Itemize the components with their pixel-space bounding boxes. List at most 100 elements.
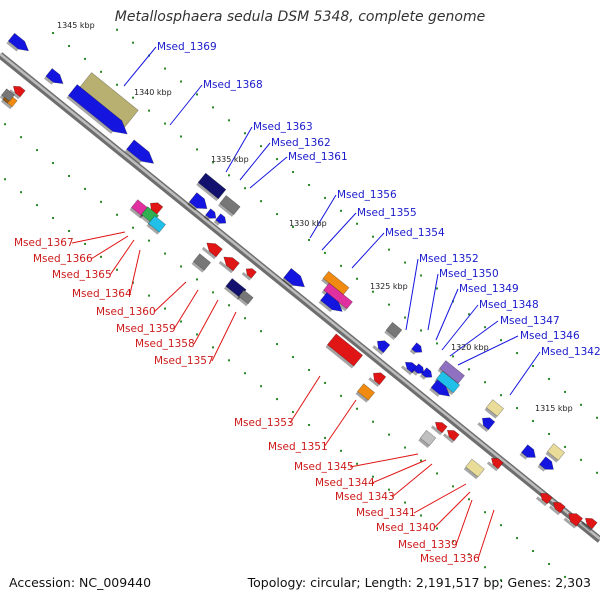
gene-label-msed-1349[interactable]: Msed_1349 [459,283,519,295]
gene-label-msed-1355[interactable]: Msed_1355 [357,207,417,219]
gene-label-msed-1358[interactable]: Msed_1358 [135,338,195,350]
track-dot [212,291,214,294]
gene-label-msed-1368[interactable]: Msed_1368 [203,79,263,91]
gene-label-msed-1340[interactable]: Msed_1340 [376,522,436,534]
gene-label-msed-1361[interactable]: Msed_1361 [288,151,348,163]
gene-reverse-13[interactable] [325,333,364,369]
gene-reverse-2[interactable] [0,88,15,104]
track-dot [340,209,342,212]
gene-reverse-9[interactable] [241,266,257,281]
gene-label-msed-1341[interactable]: Msed_1341 [356,507,416,519]
leader-reverse-14 [433,491,471,529]
track-dot [20,136,22,139]
gene-forward-19[interactable] [419,367,435,383]
track-dot [324,251,326,254]
gene-forward-18[interactable] [411,363,427,379]
track-dot [4,178,6,181]
track-dot [212,346,214,349]
track-dot [484,511,486,514]
gene-label-msed-1369[interactable]: Msed_1369 [157,41,217,53]
gene-reverse-24[interactable] [580,515,598,532]
gene-forward-9[interactable] [213,213,229,229]
gene-reverse-19[interactable] [463,458,485,480]
gene-label-msed-1364[interactable]: Msed_1364 [72,288,132,300]
gene-forward-1[interactable] [43,68,66,89]
gene-forward-6[interactable] [217,195,241,217]
gene-reverse-18[interactable] [418,429,437,448]
gene-label-msed-1346[interactable]: Msed_1346 [520,330,580,342]
track-dot [564,575,566,578]
gene-label-msed-1347[interactable]: Msed_1347 [500,315,560,327]
gene-label-msed-1336[interactable]: Msed_1336 [420,553,480,565]
gene-forward-23[interactable] [477,414,496,432]
gene-forward-7[interactable] [187,192,210,216]
track-dot [292,171,294,174]
track-dot [196,278,198,281]
gene-label-msed-1344[interactable]: Msed_1344 [315,477,375,489]
track-dot [516,352,518,355]
gene-forward-10[interactable] [281,267,309,293]
gene-forward-5[interactable] [196,172,227,202]
gene-reverse-16[interactable] [430,419,448,436]
track-dot [324,436,326,439]
gene-reverse-10[interactable] [191,253,212,273]
gene-forward-8[interactable] [203,208,219,224]
gene-forward-3[interactable] [66,84,131,142]
track-dot [356,462,358,465]
gene-forward-27[interactable] [545,443,566,463]
gene-reverse-17[interactable] [442,427,460,444]
gene-label-msed-1357[interactable]: Msed_1357 [154,355,214,367]
gene-forward-22[interactable] [429,379,453,403]
gene-label-msed-1360[interactable]: Msed_1360 [96,306,156,318]
gene-reverse-11[interactable] [223,278,247,300]
gene-label-msed-1367[interactable]: Msed_1367 [14,237,74,249]
gene-reverse-21[interactable] [535,490,553,507]
gene-forward-16[interactable] [409,342,425,358]
track-dot [260,385,262,388]
gene-reverse-6[interactable] [146,215,167,235]
gene-label-msed-1348[interactable]: Msed_1348 [479,299,539,311]
gene-label-msed-1351[interactable]: Msed_1351 [268,441,328,453]
track-dot [36,204,38,207]
gene-label-msed-1353[interactable]: Msed_1353 [234,417,294,429]
gene-label-msed-1359[interactable]: Msed_1359 [116,323,176,335]
gene-forward-26[interactable] [537,456,557,476]
track-dot [420,274,422,277]
track-dot [132,96,134,99]
gene-forward-15[interactable] [384,321,403,340]
gene-forward-4[interactable] [124,139,158,171]
gene-reverse-14[interactable] [368,369,387,387]
gene-forward-13[interactable] [318,292,346,318]
gene-label-msed-1356[interactable]: Msed_1356 [337,189,397,201]
gene-reverse-22[interactable] [548,499,566,516]
track-dot [468,313,470,316]
gene-label-msed-1345[interactable]: Msed_1345 [294,461,354,473]
gene-label-msed-1362[interactable]: Msed_1362 [271,137,331,149]
gene-forward-24[interactable] [484,399,505,419]
gene-reverse-0[interactable] [8,83,26,100]
genome-backbone-highlight [0,53,600,540]
gene-label-msed-1343[interactable]: Msed_1343 [335,491,395,503]
gene-forward-14[interactable] [372,337,391,355]
gene-forward-0[interactable] [6,32,31,57]
gene-label-msed-1352[interactable]: Msed_1352 [419,253,479,265]
track-dot [212,106,214,109]
gene-forward-25[interactable] [519,444,539,464]
gene-reverse-12[interactable] [236,289,254,307]
track-dot [68,44,70,47]
gene-label-msed-1366[interactable]: Msed_1366 [33,253,93,265]
gene-label-msed-1350[interactable]: Msed_1350 [439,268,499,280]
gene-label-msed-1365[interactable]: Msed_1365 [52,269,112,281]
gene-reverse-23[interactable] [563,510,584,529]
gene-label-msed-1339[interactable]: Msed_1339 [398,539,458,551]
gene-reverse-7[interactable] [201,239,223,260]
track-dot [244,372,246,375]
gene-reverse-15[interactable] [355,383,376,403]
gene-reverse-20[interactable] [486,455,504,472]
gene-label-msed-1354[interactable]: Msed_1354 [385,227,445,239]
track-dot [388,303,390,306]
track-dot [436,287,438,290]
gene-reverse-8[interactable] [218,253,240,274]
gene-label-msed-1363[interactable]: Msed_1363 [253,121,313,133]
gene-label-msed-1342[interactable]: Msed_1342 [541,346,600,358]
